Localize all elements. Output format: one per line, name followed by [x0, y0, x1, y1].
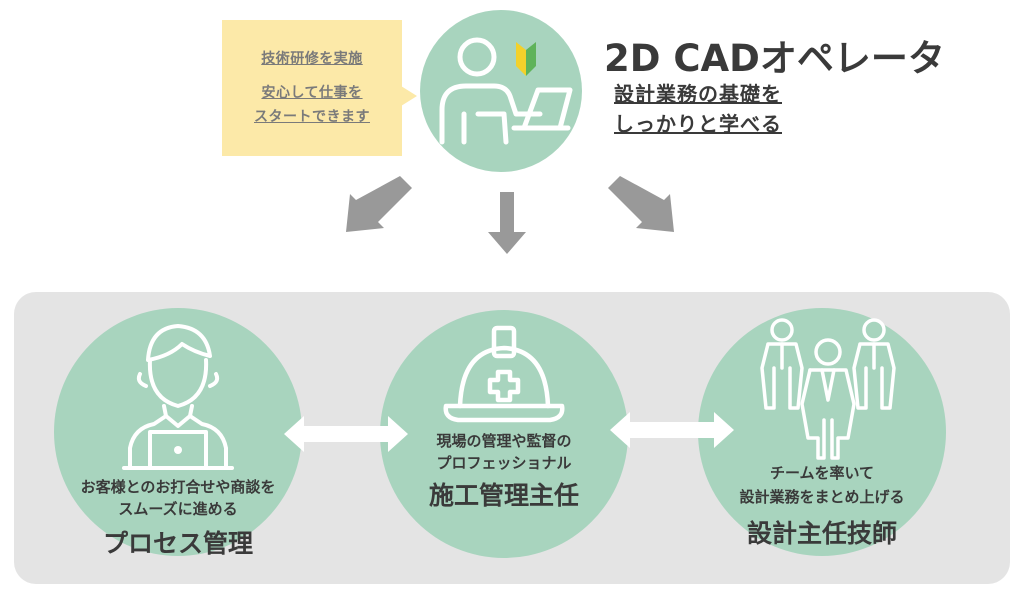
operator-sub-1: 設計業務の基礎を — [614, 82, 782, 106]
person-laptop-icon — [439, 37, 573, 145]
note-pointer — [401, 86, 417, 106]
construction-desc-1: 現場の管理や監督の — [436, 432, 572, 450]
construction-desc-2: プロフェッショナル — [436, 454, 572, 472]
process-desc-2: スムーズに進める — [118, 500, 238, 518]
man-laptop-icon — [122, 324, 234, 470]
note-line-2: 安心して仕事を — [261, 85, 363, 101]
double-arrow-right-icon — [610, 412, 734, 448]
chief-desc-2: 設計業務をまとめ上げる — [739, 488, 905, 506]
operator-sub-2: しっかりと学べる — [614, 112, 782, 136]
beginner-mark-icon — [516, 42, 536, 76]
helmet-icon — [443, 325, 565, 423]
team-icon — [760, 318, 896, 460]
operator-title: 2D CADオペレータ — [604, 37, 945, 80]
process-title: プロセス管理 — [102, 529, 253, 558]
construction-circle — [380, 310, 628, 558]
chief-desc-1: チームを率いて — [769, 464, 875, 482]
chief-title: 設計主任技師 — [746, 519, 897, 548]
process-desc-1: お客様とのお打合せや商談を — [80, 478, 276, 496]
double-arrow-left-icon — [284, 416, 408, 452]
down-arrows — [346, 176, 674, 254]
arrow-down-left-icon — [346, 176, 412, 232]
training-note: 技術研修を実施 安心して仕事を スタートできます — [222, 20, 402, 156]
note-line-3: スタートできます — [254, 109, 370, 125]
arrow-down-right-icon — [608, 176, 674, 232]
construction-title: 施工管理主任 — [428, 481, 579, 510]
note-line-1: 技術研修を実施 — [261, 51, 363, 67]
arrow-down-icon — [488, 192, 526, 254]
chief-circle — [698, 308, 946, 556]
